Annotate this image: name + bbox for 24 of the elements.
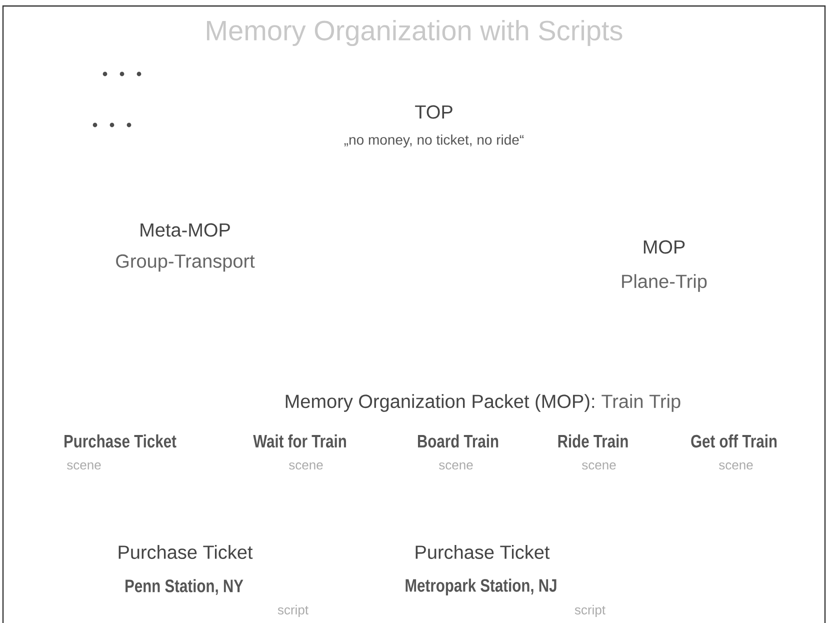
- level-heading: Memory Organization Packet (MOP):: [286, 394, 594, 412]
- script-heading: Purchase Ticket: [118, 545, 253, 559]
- type-note: scene: [582, 462, 616, 470]
- script-heading: Purchase Ticket: [416, 545, 550, 559]
- level-heading: Meta-MOP: [140, 223, 230, 237]
- type-note: script: [574, 604, 606, 618]
- level-subheading: Train Trip: [602, 394, 680, 412]
- type-note: script: [278, 604, 308, 618]
- type-note: scene: [289, 462, 323, 470]
- script-place: Penn Station, NY: [126, 579, 244, 595]
- level-heading: MOP: [644, 240, 685, 254]
- scene-name: Board Train: [418, 434, 498, 448]
- type-note: scene: [439, 462, 473, 470]
- scene-name: Ride Train: [558, 434, 628, 448]
- level-subheading: Group-Transport: [116, 254, 255, 272]
- quote-text: „no money, no ticket, no ride“: [344, 134, 524, 148]
- type-note: scene: [67, 462, 101, 470]
- level-subheading: Plane-Trip: [622, 274, 707, 292]
- scene-name: Purchase Ticket: [64, 434, 176, 448]
- scene-name: Get off Train: [691, 434, 777, 448]
- script-place: Metropark Station, NJ: [406, 578, 556, 596]
- type-note: scene: [719, 462, 753, 470]
- scene-name: Wait for Train: [253, 434, 346, 448]
- level-heading: TOP: [415, 105, 452, 119]
